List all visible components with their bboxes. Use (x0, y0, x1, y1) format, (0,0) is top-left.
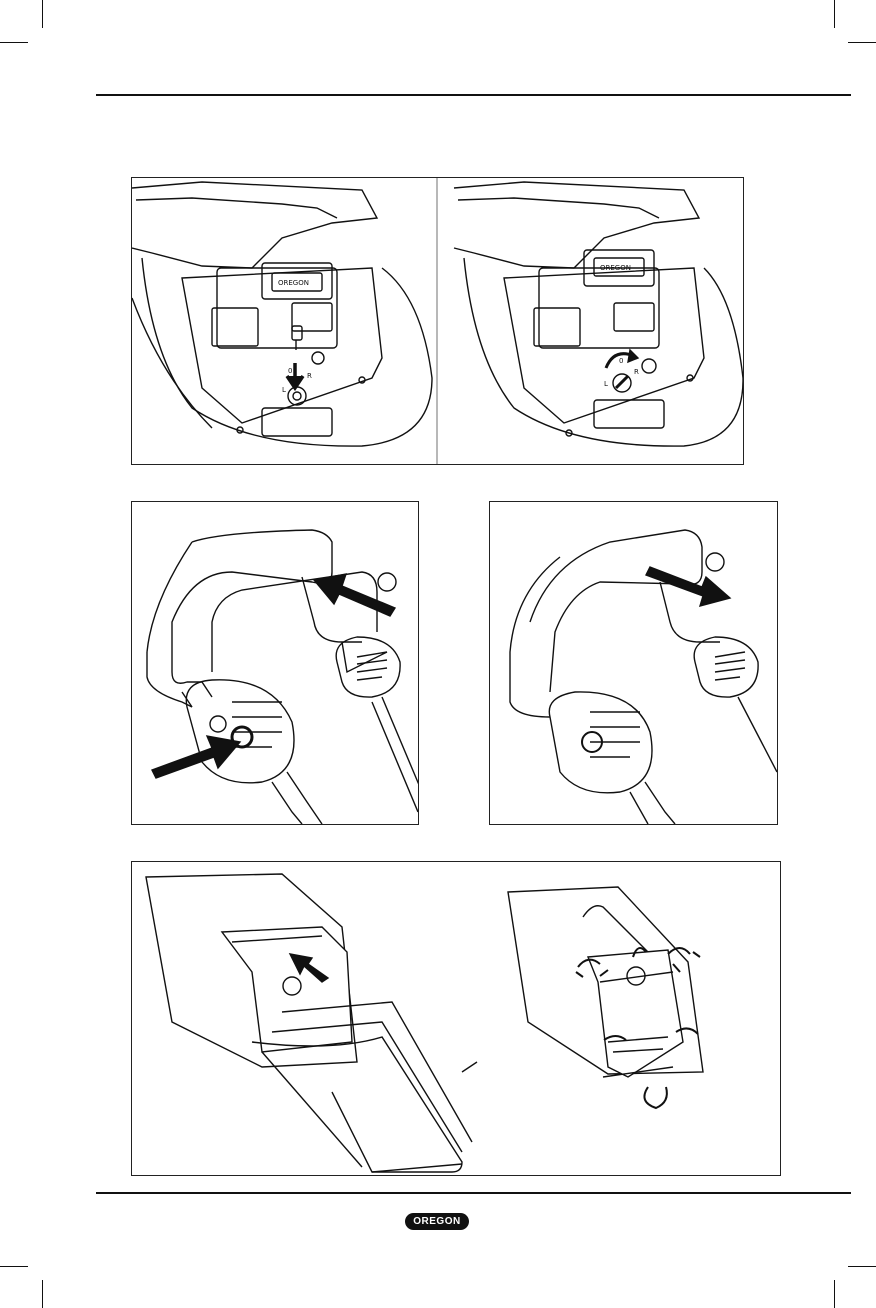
pull-arrow-icon (646, 567, 730, 606)
figure-grass-bag-panel (131, 861, 781, 1176)
key-label-l: L (282, 386, 286, 394)
key-label-r: R (307, 372, 312, 380)
footer-rule (96, 1192, 851, 1194)
crop-mark (42, 1280, 43, 1308)
crop-mark (834, 0, 835, 28)
crop-mark (834, 1280, 835, 1308)
key-label-zero: 0 (288, 367, 292, 375)
figure-key-insert-panel: OREGON 0 L R OREGON (131, 177, 744, 465)
panel-brand-label: OREGON (600, 264, 631, 272)
key-label-zero: 0 (619, 357, 623, 365)
key-label-l: L (604, 380, 608, 388)
mower-top-right-illustration: OREGON 0 L R (454, 182, 743, 446)
handle-illustration (147, 530, 418, 824)
crop-mark (42, 0, 43, 28)
crop-mark (848, 42, 876, 43)
header-rule (96, 94, 851, 96)
crop-mark (0, 1266, 28, 1267)
logo-text: OREGON (413, 1216, 460, 1227)
handle-illustration (510, 530, 777, 824)
crop-mark (848, 1266, 876, 1267)
grass-bag-right-illustration (508, 887, 703, 1108)
figure-handle-push-panel (131, 501, 419, 825)
grass-bag-left-illustration (146, 874, 477, 1172)
twist-arrow-icon (644, 1087, 666, 1108)
panel-brand-label: OREGON (278, 279, 309, 287)
figure-handle-pull-panel (489, 501, 778, 825)
crop-mark (0, 42, 28, 43)
oregon-logo: OREGON (405, 1213, 469, 1230)
push-arrow-icon (314, 574, 395, 616)
key-label-r: R (634, 368, 639, 376)
mower-top-left-illustration: OREGON 0 L R (132, 182, 432, 446)
